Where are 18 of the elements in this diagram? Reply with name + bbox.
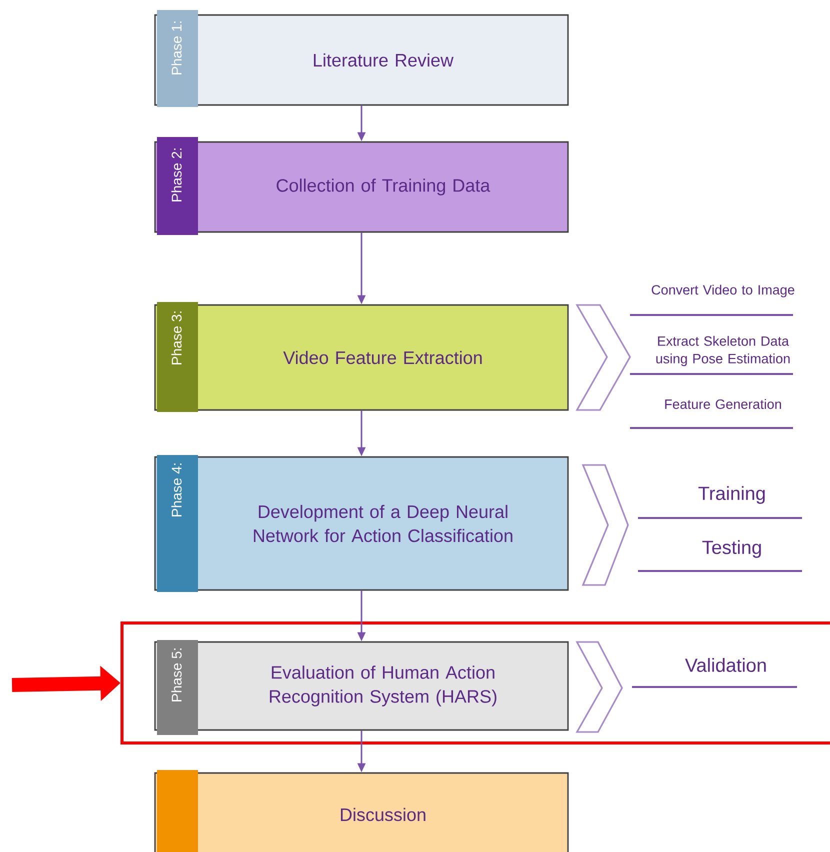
step-label: Feature Generation	[630, 399, 793, 429]
phase-box: Phase 5: Evaluation of Human Action Recognition System (HARS)	[154, 640, 569, 735]
step-label: Extract Skeleton Data using Pose Estimation	[630, 336, 793, 375]
phase-box: Phase 1: Literature Review	[154, 10, 569, 107]
phase-box: Phase 2: Collection of Training Data	[154, 137, 569, 235]
phase-tab: Phase 5:	[157, 640, 198, 735]
phase-box: Phase 4: Development of a Deep Neural Network for Action Classification	[154, 455, 569, 592]
phase-tab: Phase 4:	[157, 455, 198, 592]
step-label: Testing	[638, 540, 802, 572]
phase-box: Discussion	[154, 770, 569, 852]
phase-box: Phase 3: Video Feature Extraction	[154, 302, 569, 412]
step-label: Convert Video to Image	[630, 284, 794, 316]
step-label: Training	[638, 486, 802, 519]
step-label: Validation	[632, 658, 797, 688]
phase-tab: Phase 2:	[157, 137, 198, 235]
phase-tab: Phase 3:	[157, 302, 198, 412]
highlight-frame	[120, 622, 830, 744]
phase-tab: Phase 1:	[157, 10, 198, 107]
